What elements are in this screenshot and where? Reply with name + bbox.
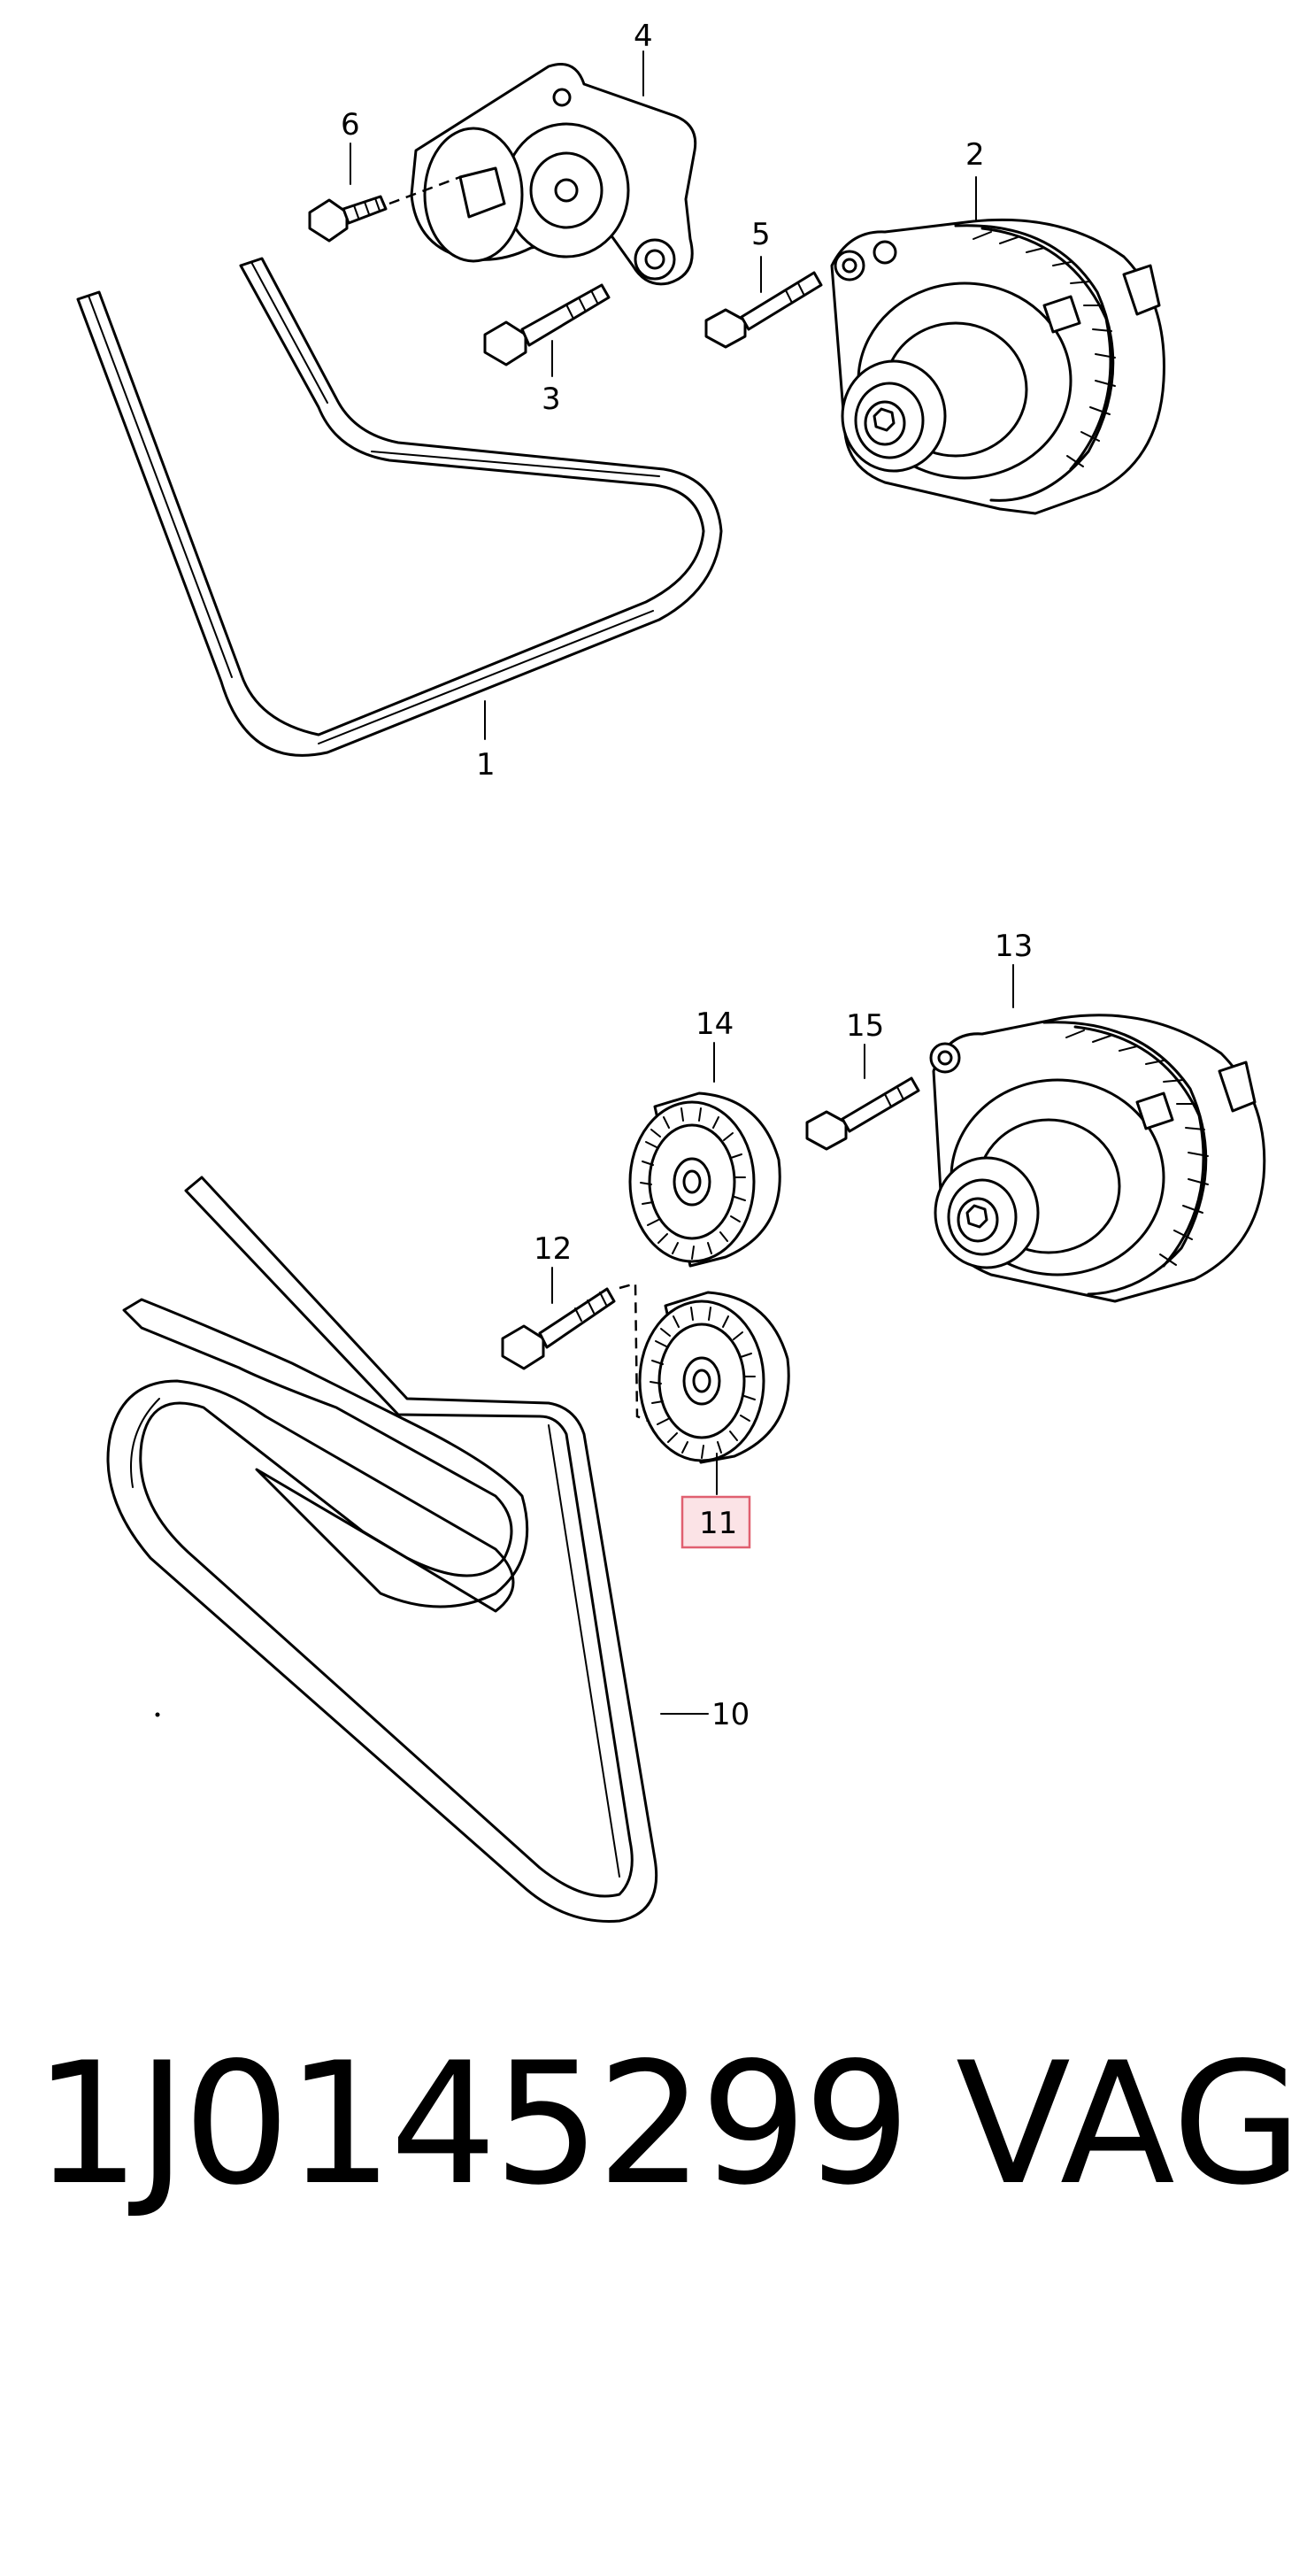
label-part-14: 14 [696, 1006, 734, 1042]
ribbed-belt-1 [76, 257, 723, 757]
label-part-1: 1 [476, 747, 496, 783]
label-part-2: 2 [965, 137, 985, 173]
label-part-6: 6 [341, 107, 360, 143]
label-part-3: 3 [542, 382, 561, 417]
label-part-11: 11 [699, 1506, 737, 1541]
bolt-12 [501, 1282, 660, 1427]
label-part-4: 4 [634, 19, 653, 54]
belt-tensioner-4 [410, 63, 697, 286]
highlight-box-part-11 [680, 1495, 751, 1549]
parts-diagram: 1 2 3 4 5 6 10 11 12 13 14 15 [76, 19, 1266, 1923]
idler-pulley-11 [638, 1291, 790, 1464]
idler-pulley-14 [628, 1091, 781, 1268]
alternator-13 [929, 1014, 1266, 1303]
alternator-2 [830, 218, 1165, 515]
stray-dot [155, 1712, 160, 1717]
bolt-6 [308, 175, 461, 243]
footer-caption: 1J0145299 VAG [0, 2036, 1307, 2213]
brand-name: VAG [956, 2026, 1303, 2222]
label-part-5: 5 [751, 217, 771, 252]
part-number: 1J0145299 [34, 2026, 911, 2222]
bolt-5 [704, 271, 823, 349]
label-part-10: 10 [711, 1697, 750, 1732]
leader-lines [350, 50, 1014, 1715]
label-part-13: 13 [995, 929, 1033, 964]
bolt-3 [483, 283, 611, 366]
ribbed-belt-10 [106, 1176, 658, 1923]
label-part-15: 15 [846, 1008, 884, 1044]
bolt-15 [805, 1076, 920, 1151]
label-part-12: 12 [534, 1231, 572, 1267]
